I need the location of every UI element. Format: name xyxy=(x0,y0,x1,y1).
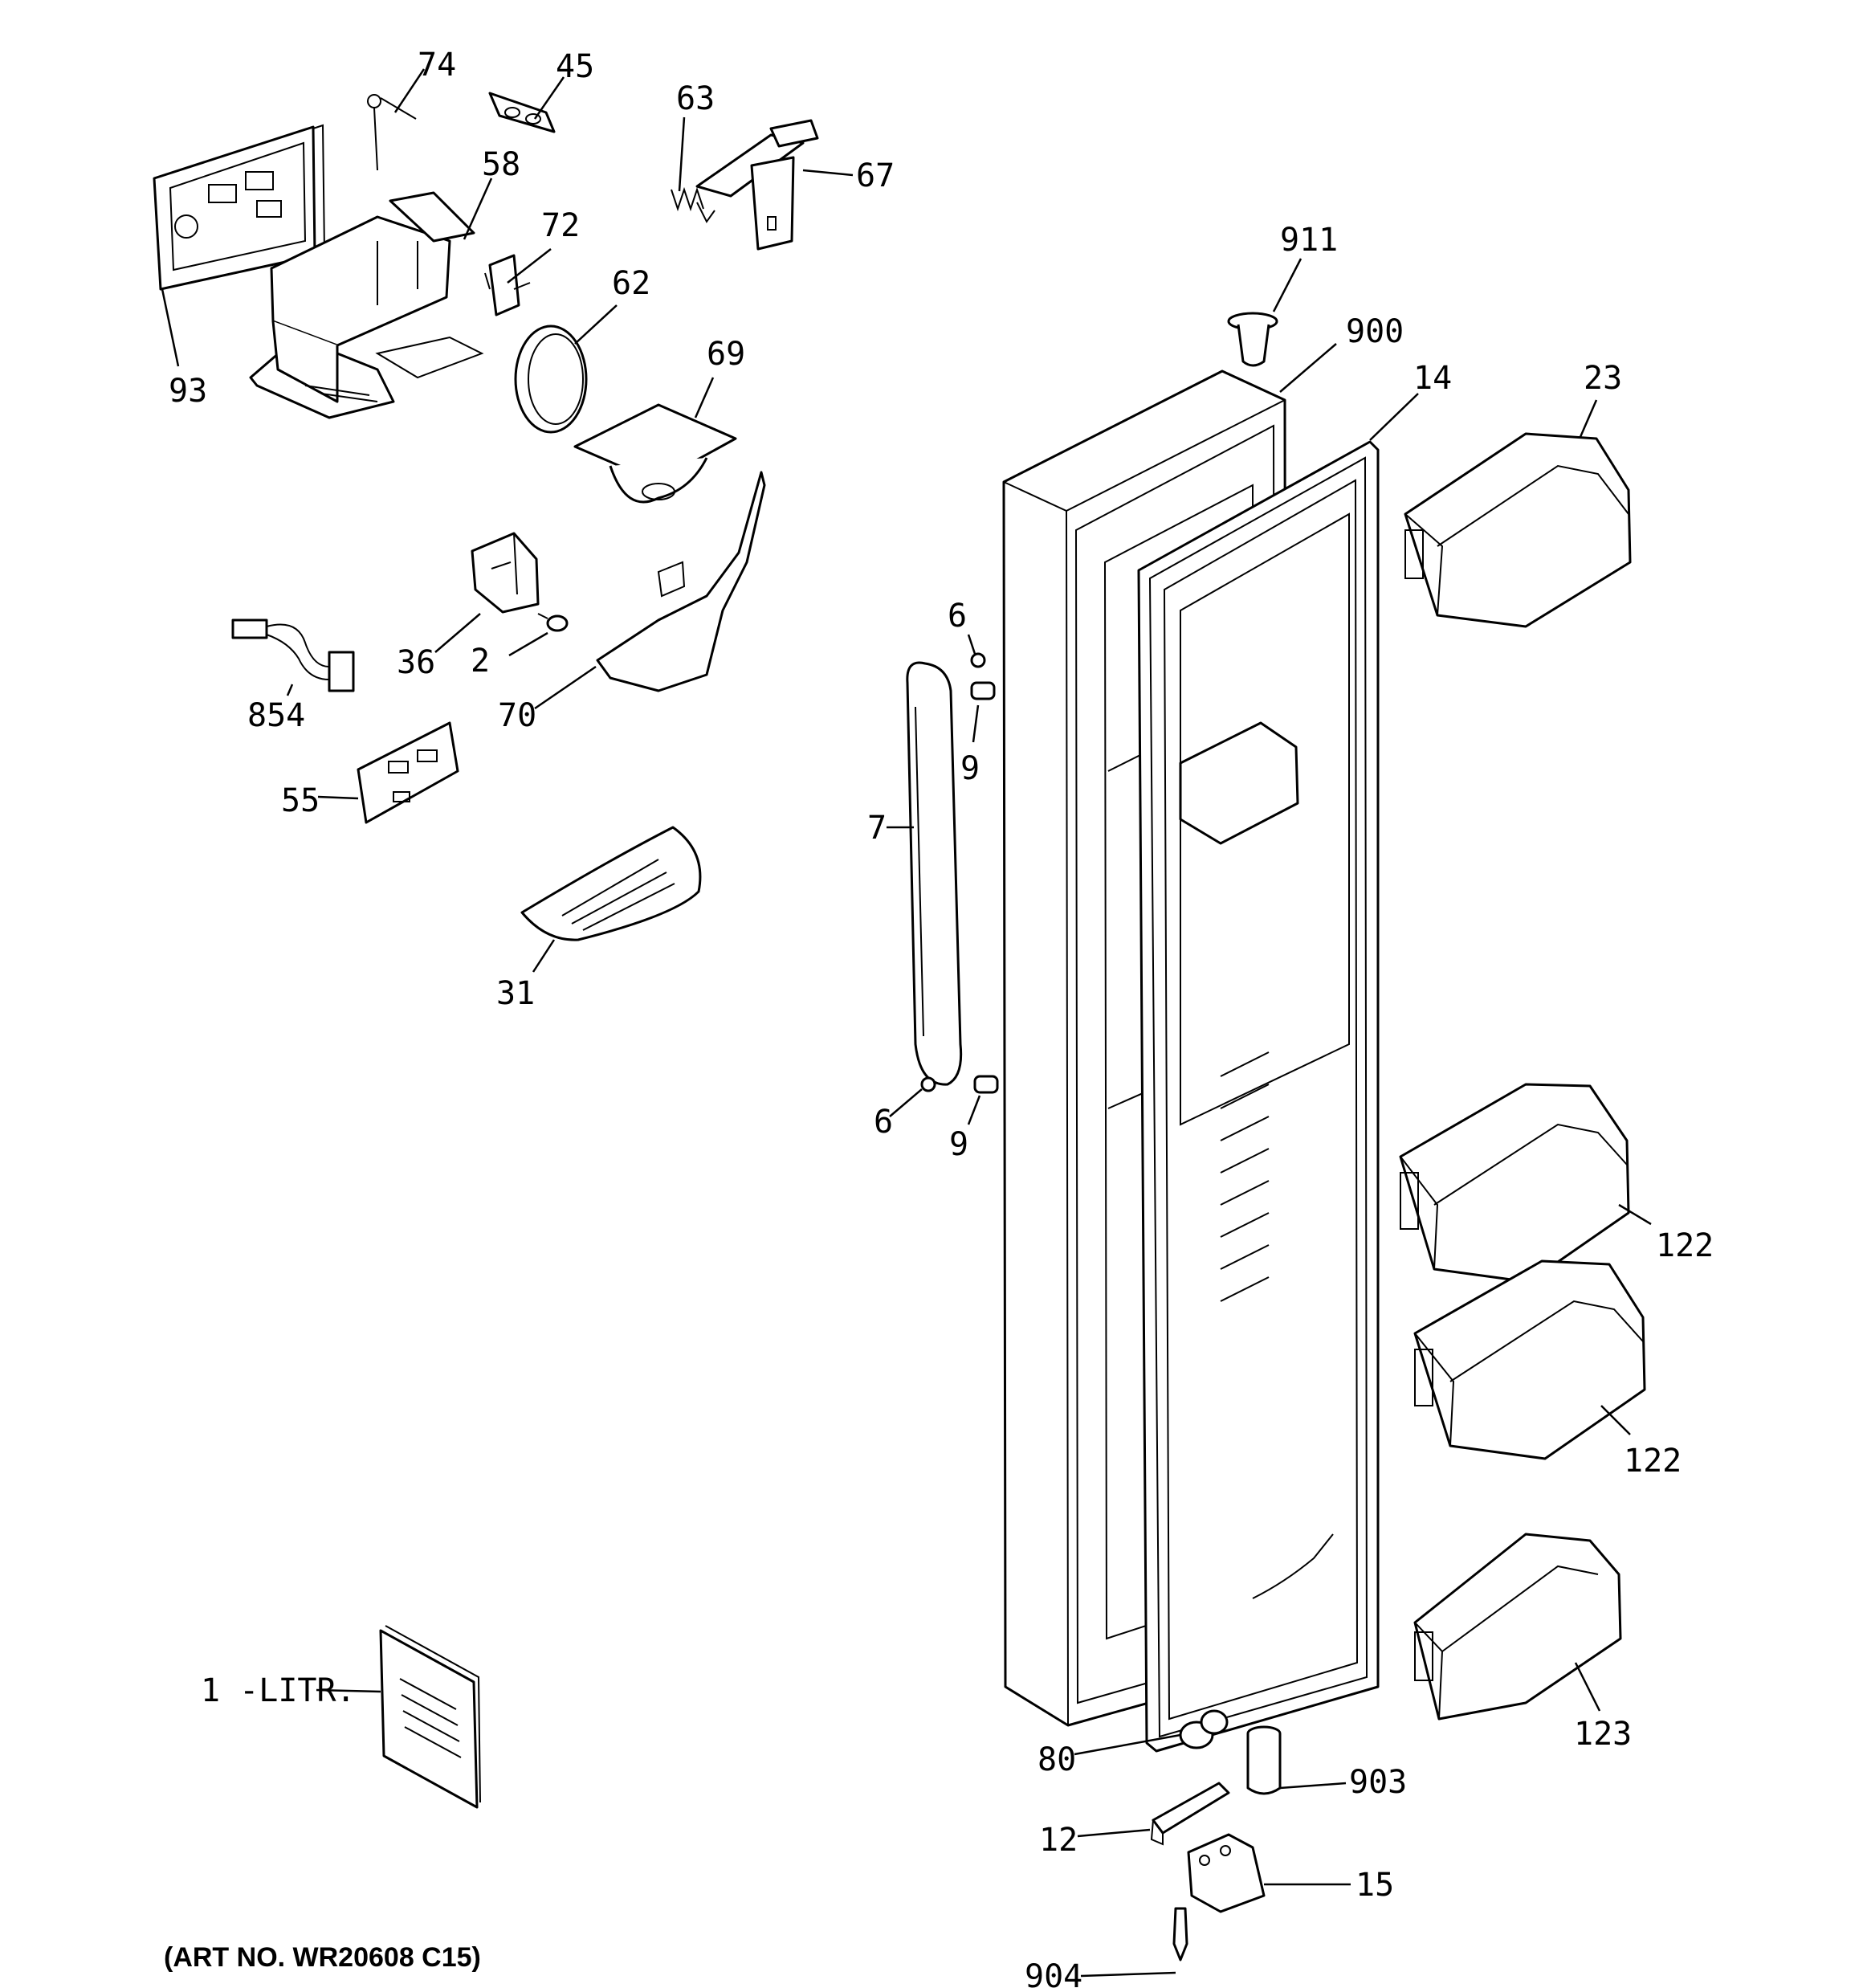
part-911-bushing[interactable] xyxy=(1227,312,1278,367)
part-74-spring[interactable] xyxy=(367,94,417,171)
callout-67[interactable]: 67 xyxy=(856,157,895,194)
part-80-bushing[interactable] xyxy=(1179,1709,1229,1749)
part-2-screw[interactable] xyxy=(537,613,569,632)
callout-14[interactable]: 14 xyxy=(1413,360,1452,397)
callout-6-top[interactable]: 6 xyxy=(948,598,967,635)
callout-80[interactable]: 80 xyxy=(1037,1741,1076,1778)
part-70-chute-cover[interactable] xyxy=(596,471,766,692)
callout-903[interactable]: 903 xyxy=(1349,1764,1407,1801)
part-9-screw-bottom[interactable] xyxy=(973,1075,999,1094)
part-12-shim[interactable] xyxy=(1150,1782,1230,1846)
callout-31[interactable]: 31 xyxy=(496,975,535,1012)
callout-122-upper[interactable]: 122 xyxy=(1656,1227,1714,1264)
part-63-spring[interactable] xyxy=(671,186,715,223)
part-14-gasket[interactable] xyxy=(1137,440,1380,1753)
callout-123[interactable]: 123 xyxy=(1574,1716,1632,1753)
part-854-harness[interactable] xyxy=(231,618,355,692)
part-62-ring[interactable] xyxy=(514,325,588,434)
callout-58[interactable]: 58 xyxy=(482,146,520,183)
part-9-screw-top[interactable] xyxy=(970,681,996,700)
part-67-lever[interactable] xyxy=(695,119,819,251)
callout-2[interactable]: 2 xyxy=(471,643,490,680)
callout-74[interactable]: 74 xyxy=(418,47,456,84)
leader-lines xyxy=(161,68,1652,1978)
callout-9-top[interactable]: 9 xyxy=(960,750,980,787)
part-122-door-bin-upper[interactable] xyxy=(1399,1083,1630,1284)
part-904-screw[interactable] xyxy=(1172,1907,1188,1961)
part-23-door-bin[interactable] xyxy=(1404,432,1632,628)
callout-55[interactable]: 55 xyxy=(281,782,320,819)
part-55-card[interactable] xyxy=(357,721,459,824)
callout-70[interactable]: 70 xyxy=(498,697,536,734)
art-number: (ART NO. WR20608 C15) xyxy=(164,1942,481,1973)
callout-23[interactable]: 23 xyxy=(1584,360,1622,397)
callout-900[interactable]: 900 xyxy=(1346,313,1404,350)
part-7-handle[interactable] xyxy=(906,661,963,1086)
callout-9-bottom[interactable]: 9 xyxy=(949,1126,968,1163)
callout-7[interactable]: 7 xyxy=(867,810,887,847)
callout-15[interactable]: 15 xyxy=(1355,1867,1394,1904)
callout-6-bottom[interactable]: 6 xyxy=(874,1104,893,1141)
part-69-chute[interactable] xyxy=(573,403,737,504)
part-122-door-bin-lower[interactable] xyxy=(1413,1259,1646,1460)
callout-45[interactable]: 45 xyxy=(556,48,594,85)
callout-36[interactable]: 36 xyxy=(397,644,435,681)
part-6-nut-top[interactable] xyxy=(970,652,986,668)
callout-12[interactable]: 12 xyxy=(1039,1822,1078,1859)
callout-854[interactable]: 854 xyxy=(247,697,305,734)
callout-labels: 74 45 63 67 58 72 62 93 69 911 900 14 23… xyxy=(164,47,1714,1988)
callout-93[interactable]: 93 xyxy=(169,373,207,410)
callout-63[interactable]: 63 xyxy=(676,80,715,117)
part-72-switch[interactable] xyxy=(484,254,531,316)
callout-911[interactable]: 911 xyxy=(1280,222,1338,259)
callout-1-literature[interactable]: 1 -LITR. xyxy=(201,1672,356,1709)
callout-904[interactable]: 904 xyxy=(1025,1958,1082,1988)
part-123-door-bin-small[interactable] xyxy=(1413,1533,1622,1721)
callout-62[interactable]: 62 xyxy=(612,265,650,302)
callout-122-lower[interactable]: 122 xyxy=(1624,1443,1682,1480)
part-58-dispenser-housing[interactable] xyxy=(249,191,484,419)
callout-72[interactable]: 72 xyxy=(541,207,580,244)
part-6-nut-bottom[interactable] xyxy=(920,1076,936,1092)
part-1-literature[interactable] xyxy=(379,1625,481,1809)
part-36-bracket[interactable] xyxy=(471,532,540,614)
part-31-grille[interactable] xyxy=(520,826,702,941)
part-15-hinge[interactable] xyxy=(1187,1833,1266,1913)
part-903-pin[interactable] xyxy=(1246,1725,1282,1795)
part-45-bracket[interactable] xyxy=(488,92,556,133)
callout-69[interactable]: 69 xyxy=(707,336,745,373)
